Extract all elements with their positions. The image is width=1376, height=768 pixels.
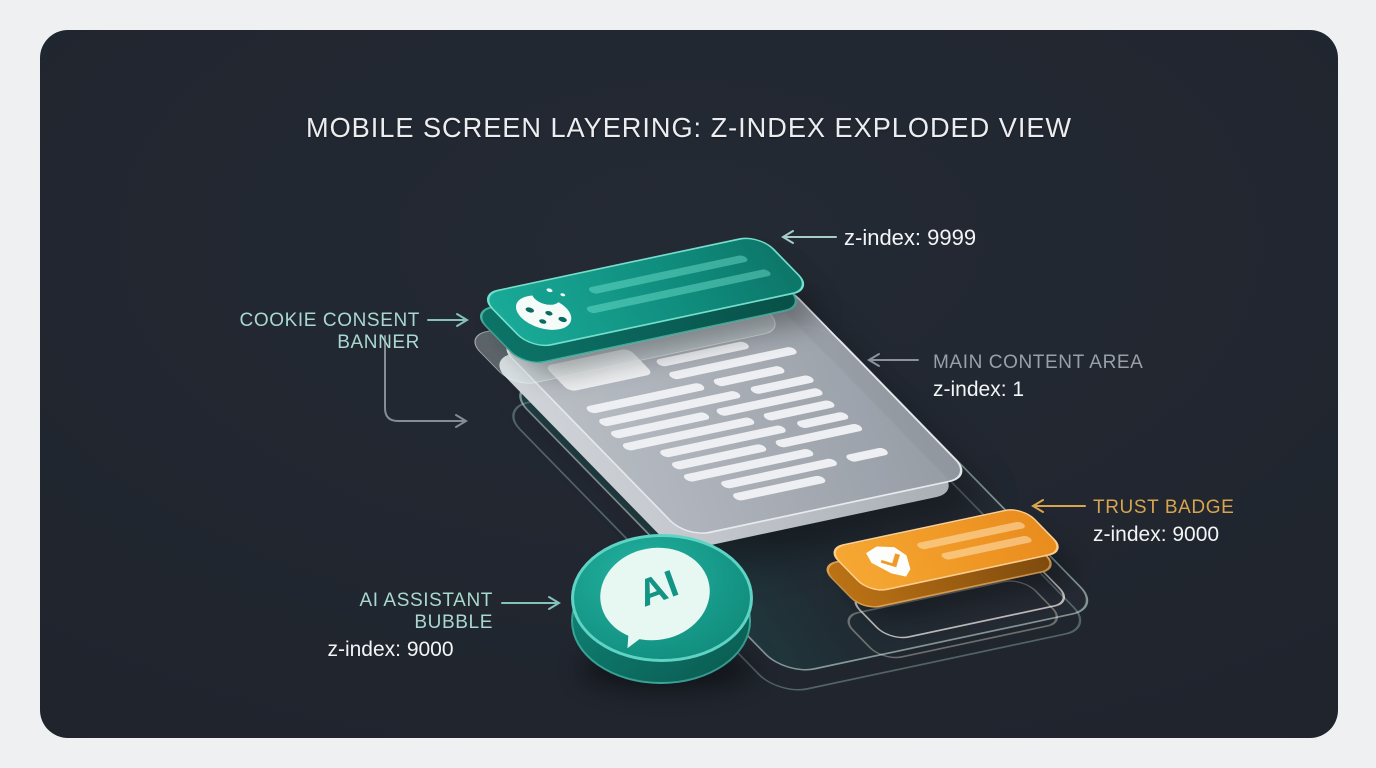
callout-cookie-banner: COOKIE CONSENT BANNER	[158, 310, 420, 354]
trust-badge-zindex: z-index: 9000	[1093, 523, 1220, 546]
arrow-ai-bubble	[501, 596, 561, 610]
trust-badge-label: TRUST BADGE	[1093, 497, 1235, 518]
diagram-panel: MOBILE SCREEN LAYERING: Z-INDEX EXPLODED…	[40, 30, 1338, 738]
arrow-zindex-9999	[781, 230, 837, 244]
banner-text-line	[586, 254, 750, 295]
callout-zindex-9999: z-index: 9999	[844, 225, 976, 251]
zindex-value: z-index: 9999	[844, 225, 977, 250]
shield-check-icon	[858, 543, 924, 581]
main-content-zindex: z-index: 1	[933, 378, 1025, 401]
callout-ai-bubble: AI ASSISTANT BUBBLE z-index: 9000	[288, 590, 493, 662]
main-content-label: MAIN CONTENT AREA	[933, 352, 1144, 373]
ai-bubble-zindex: z-index: 9000	[327, 638, 454, 661]
callout-main-content: MAIN CONTENT AREA z-index: 1	[933, 352, 1143, 402]
ai-bubble-label: AI ASSISTANT BUBBLE	[359, 590, 493, 633]
cookie-banner-label: COOKIE CONSENT BANNER	[239, 310, 420, 353]
arrow-trust-badge	[1031, 499, 1086, 513]
diagram-title: MOBILE SCREEN LAYERING: Z-INDEX EXPLODED…	[305, 112, 1073, 143]
callout-trust-badge: TRUST BADGE z-index: 9000	[1093, 497, 1234, 547]
arrow-cookie-banner	[427, 313, 469, 327]
arrow-main-content	[867, 353, 919, 367]
cookie-icon	[505, 285, 583, 334]
